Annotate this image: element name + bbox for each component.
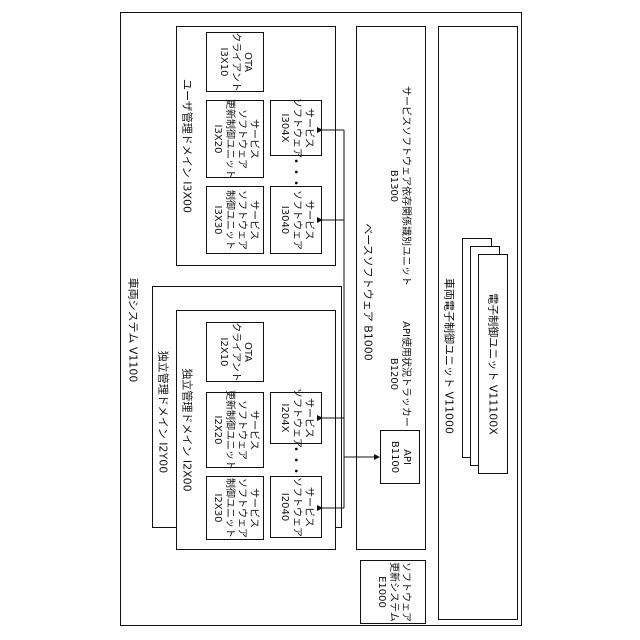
software-update-system-label: ソフトウェア更新システムE1000 — [375, 562, 411, 622]
independent-ota-client-label: OTAクライアントI2X10 — [217, 322, 253, 382]
independent-ellipsis: ・・・ — [290, 444, 303, 477]
user-ota-client-label: OTAクライアントI3X10 — [217, 32, 253, 92]
user-update-control-unit-label: サービスソフトウェア更新制御ユニットI3X20 — [211, 99, 259, 179]
independent-service-software-a-label: サービスソフトウェアI204X — [278, 388, 314, 448]
ecu-group-title: 車両電子制御ユニット V11000 — [443, 278, 456, 434]
vehicle-system-title: 車両システム V1100 — [127, 278, 140, 383]
user-domain-title: ユーザ管理ドメイン I3X00 — [181, 79, 194, 213]
api-label: APIB1100 — [388, 441, 412, 473]
independent-domain-outer-title: 独立管理ドメイン I2Y00 — [157, 351, 170, 473]
api-usage-tracker-label: API使用状況トラッカーB1200 — [387, 321, 411, 427]
independent-domain-title: 独立管理ドメイン I2X00 — [181, 368, 194, 491]
base-software-title: ベースソフトウェア B1000 — [362, 223, 375, 361]
ecu-label: 電子制御ユニット V11100X — [487, 293, 500, 435]
independent-service-software-b-label: サービスソフトウェアI2040 — [278, 477, 314, 537]
independent-update-control-unit-label: サービスソフトウェア更新制御ユニットI2X20 — [211, 390, 259, 470]
independent-control-unit-label: サービスソフトウェア制御ユニットI2X30 — [211, 478, 259, 538]
user-service-software-a-label: サービスソフトウェアI304X — [278, 98, 314, 158]
dependency-identification-unit-label: サービスソフトウェア依存関係識別ユニットB1300 — [387, 86, 411, 286]
user-ellipsis: ・・・ — [290, 156, 303, 189]
user-control-unit-label: サービスソフトウェア制御ユニットI3X30 — [211, 190, 259, 250]
user-service-software-b-label: サービスソフトウェアI3040 — [278, 190, 314, 250]
